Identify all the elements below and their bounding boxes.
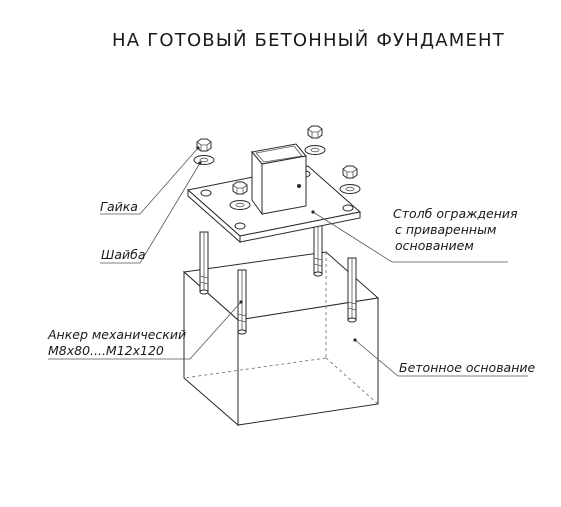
label-nut: Гайка [100, 199, 138, 214]
label-anchor-line2: М8х80....М12х120 [48, 343, 164, 358]
label-fence-post: Столб ограждения с приваренным основание… [393, 206, 518, 254]
label-anchor: Анкер механический М8х80....М12х120 [48, 327, 186, 359]
concrete-block [182, 251, 380, 427]
label-fence-post-line3: основанием [395, 238, 474, 253]
label-anchor-line1: Анкер механический [48, 327, 187, 342]
label-concrete-base: Бетонное основание [399, 360, 536, 375]
page-title: НА ГОТОВЫЙ БЕТОННЫЙ ФУНДАМЕНТ [112, 30, 505, 51]
nuts-and-washers [193, 125, 361, 210]
label-washer: Шайба [101, 247, 146, 262]
label-fence-post-line2: с приваренным [395, 222, 497, 237]
fence-post [251, 143, 307, 216]
leader-lines [48, 146, 528, 377]
label-fence-post-line1: Столб ограждения [393, 206, 518, 221]
